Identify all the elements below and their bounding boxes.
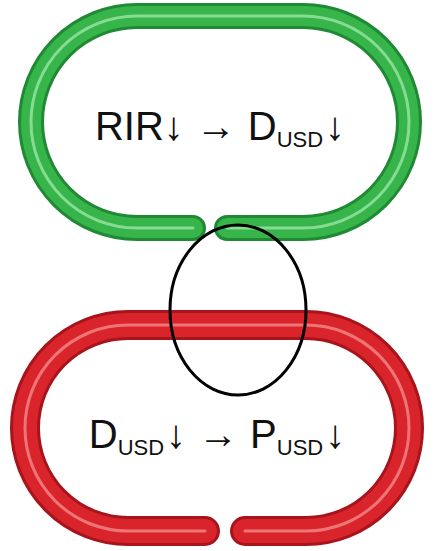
- highlight-ellipse: [170, 225, 306, 395]
- formula-symbol: D: [248, 104, 277, 148]
- formula-symbol: ↓: [325, 412, 345, 456]
- formula-text: RIR↓→DUSD↓: [95, 104, 345, 148]
- link-highlight: [31, 16, 409, 228]
- formula-symbol: ↓: [325, 104, 345, 148]
- link-body: [25, 325, 409, 531]
- formula-symbol: →: [196, 104, 236, 148]
- subscript: USD: [277, 436, 323, 460]
- formula-symbol: D: [89, 412, 118, 456]
- red-chain-link: DUSD↓→PUSD↓: [10, 310, 424, 546]
- formula-symbol: ↓: [166, 412, 186, 456]
- green-chain-link: RIR↓ → DUSD↓: [18, 3, 422, 241]
- link-edge: [31, 16, 409, 228]
- subscript: USD: [277, 128, 323, 152]
- subscript: USD: [118, 436, 164, 460]
- formula-symbol: RIR↓: [95, 104, 184, 148]
- link-edge: [25, 325, 409, 531]
- link-highlight: [25, 325, 409, 531]
- formula-symbol: →: [198, 412, 238, 456]
- formula-symbol: P: [250, 412, 277, 456]
- link-body: [31, 16, 409, 228]
- formula-text: DUSD↓→PUSD↓: [89, 412, 345, 456]
